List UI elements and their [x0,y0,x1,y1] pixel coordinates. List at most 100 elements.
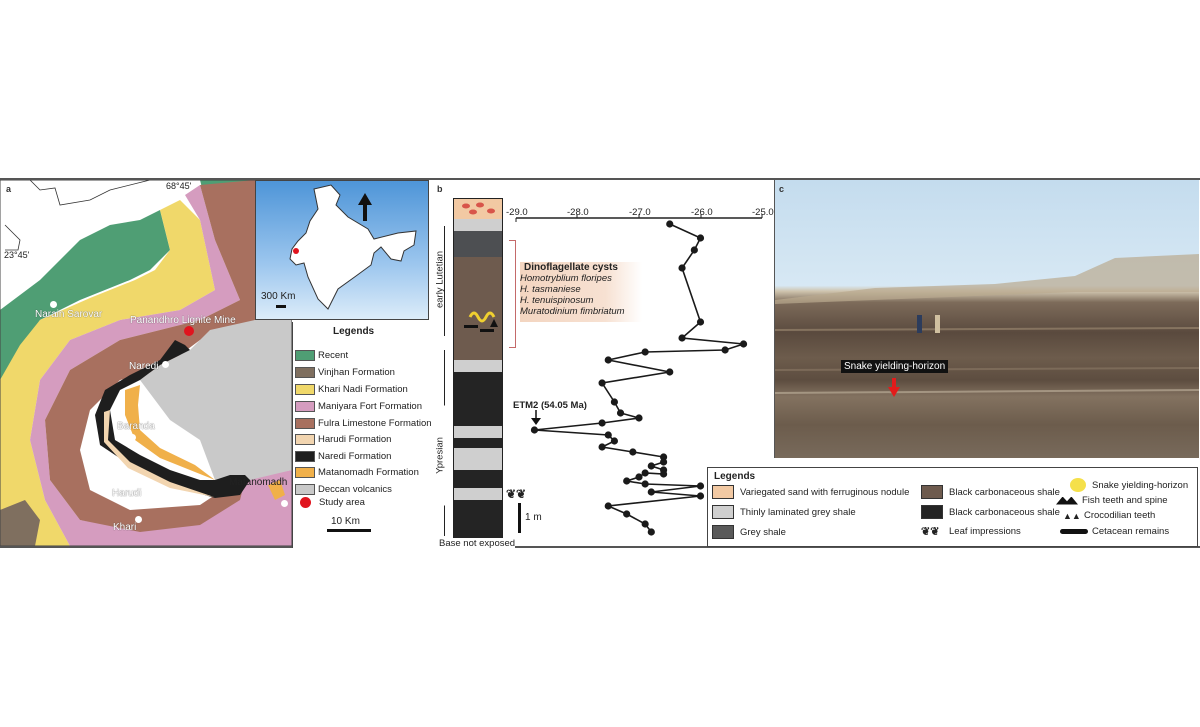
town-marker [122,481,129,488]
legend-item: ▲▲Crocodilian teeth [1063,510,1156,521]
outcrop-photo: c Snake yielding-horizon [774,180,1199,458]
data-point [641,520,649,528]
data-point [690,246,698,254]
x-tick: -27.0 [629,207,651,218]
data-point [660,470,668,478]
data-point [647,462,655,470]
data-point [647,528,655,536]
x-axis [515,214,763,222]
data-point [610,398,618,406]
layer-black-shale [454,372,502,426]
legend-swatch [295,366,315,378]
legend-item: Deccan volcanics [295,483,392,495]
data-point [598,379,606,387]
layer-grey-shale [454,231,502,257]
layer-black-shale [454,470,502,488]
data-point [660,458,668,466]
down-arrow-icon [531,410,541,425]
data-point [616,409,625,417]
column-legend: Legends Variegated sand with ferruginous… [707,467,1198,547]
stratigraphic-column [453,198,503,539]
legend-swatch [295,483,315,495]
legend-item: Cetacean remains [1060,526,1169,537]
legend-item: Harudi Formation [295,433,391,445]
etm2-label: ETM2 (54.05 Ma) [513,400,587,411]
town-marker [281,500,288,507]
data-point [635,473,643,481]
isotope-chart [515,214,763,536]
data-point [623,510,631,518]
town-marker [162,361,169,368]
data-point [678,264,686,272]
cetacean-icon [1060,529,1088,534]
legend-item: Thinly laminated grey shale [712,505,856,519]
layer-black-shale [454,438,502,448]
town-marker [135,516,142,523]
data-point [641,348,649,356]
legend-swatch [295,433,315,445]
data-point [641,469,649,477]
data-point [629,448,637,456]
scale-bar-1m [518,503,521,533]
data-point [660,453,668,461]
x-tick: -25.0 [752,207,774,218]
ferruginous-nodules-icon [462,202,495,215]
town-marker [129,434,136,441]
data-point [678,334,686,342]
legend-item: Study area [295,496,365,508]
stage-early-lutetian: early Lutetian [430,226,460,336]
fossil-cluster-icon [464,311,498,332]
dinoflagellate-box: Dinoflagellate cysts Homotryblium florip… [520,262,642,322]
crocodilian-teeth-icon: ▲▲ [1063,510,1081,521]
study-area-icon [300,496,311,508]
legend-title: Legends [714,471,756,482]
snake-icon [1070,478,1086,492]
legend-item: Black carbonaceous shale [921,485,1060,499]
data-point [598,419,606,427]
legend-item: Naredi Formation [295,450,391,462]
legend-item: Black carbonaceous shale [921,505,1060,519]
geological-map [0,180,292,546]
dinoflagellate-bracket [509,240,516,348]
data-point [610,437,618,445]
x-tick: -28.0 [567,207,589,218]
data-point [604,502,612,510]
stage-ypresian: Ypresian [430,350,460,536]
red-arrow-icon [888,378,900,397]
data-point [666,368,674,376]
layer-thin-grey-shale [454,448,502,470]
fish-teeth-icon [1056,496,1078,505]
leaf-impressions-icon: ❦❦ [506,487,527,501]
legend-item: Variegated sand with ferruginous nodule [712,485,909,499]
data-point [530,426,539,434]
data-point [696,234,705,242]
latitude-label: 23°45' [4,250,30,260]
legend-swatch [295,349,315,361]
leaf-impressions-icon: ❦❦ [921,526,940,538]
layer-thin-grey-shale [454,360,502,372]
data-point [647,488,655,496]
legend-swatch [295,417,315,429]
place-label: Khari [113,522,137,533]
x-tick: -26.0 [691,207,713,218]
legend-item: Matanomadh Formation [295,466,419,478]
layer-thin-grey-shale [454,488,502,500]
data-point [696,482,705,490]
legend-item: Maniyara Fort Formation [295,400,422,412]
legend-swatch [712,525,734,539]
legend-item: Recent [295,349,348,361]
data-point [739,340,748,348]
legend-swatch [712,505,734,519]
legend-item: Khari Nadi Formation [295,383,408,395]
data-point [666,220,674,228]
layer-black-carbonaceous-shale [454,257,502,360]
data-point [604,431,612,439]
layer-grey-shale-thin [454,219,502,231]
legend-swatch [712,485,734,499]
data-point [604,356,612,364]
legend-swatch [921,485,943,499]
india-outline [289,184,417,310]
panel-b-label: b [437,184,443,194]
data-point [635,414,643,422]
place-label: Narain Sarovar [35,309,103,320]
